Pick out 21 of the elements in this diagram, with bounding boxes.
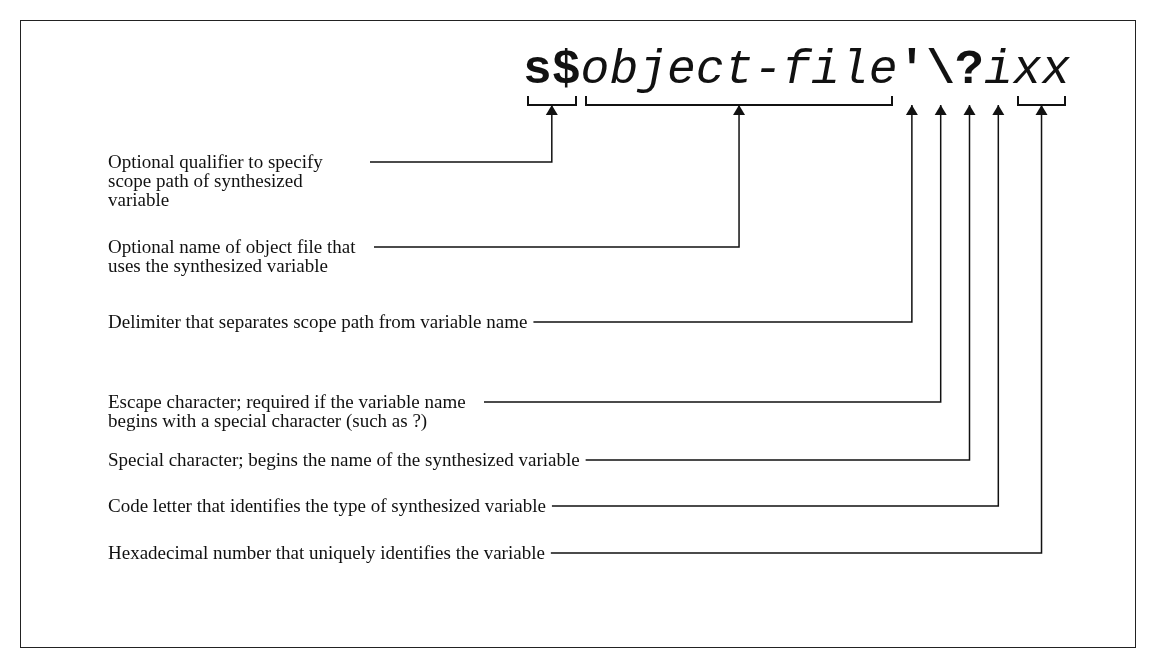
description-text: Hexadecimal number that uniquely identifies the variable bbox=[108, 543, 545, 562]
syntax-token: ? bbox=[955, 46, 984, 106]
leader-arrow bbox=[550, 104, 1048, 554]
leader-arrow bbox=[551, 104, 1005, 507]
syntax-token: ' bbox=[897, 46, 927, 106]
leader-arrow bbox=[373, 104, 746, 248]
leader-arrow bbox=[369, 104, 558, 163]
description-text: Optional name of object file that uses the synthesized variable bbox=[108, 237, 368, 275]
description-text: Special character; begins the name of the synthesized variable bbox=[108, 450, 580, 469]
description-text: Escape character; required if the variable name begins with a special character (such as ?) bbox=[108, 392, 478, 430]
description-text: Code letter that identifies the type of synthesized variable bbox=[108, 496, 546, 515]
leader-arrow bbox=[532, 104, 918, 323]
syntax-token: \ bbox=[926, 46, 956, 106]
syntax-token: s$ bbox=[523, 46, 581, 106]
description-text: Optional qualifier to specify scope path of synthesized variable bbox=[108, 152, 364, 209]
syntax-token: i bbox=[983, 46, 1013, 106]
leader-arrow bbox=[584, 104, 976, 461]
leader-arrow bbox=[483, 104, 947, 403]
syntax-token: object-file bbox=[580, 46, 898, 106]
description-text: Delimiter that separates scope path from variable name bbox=[108, 312, 528, 331]
syntax-token: xx bbox=[1012, 46, 1071, 106]
